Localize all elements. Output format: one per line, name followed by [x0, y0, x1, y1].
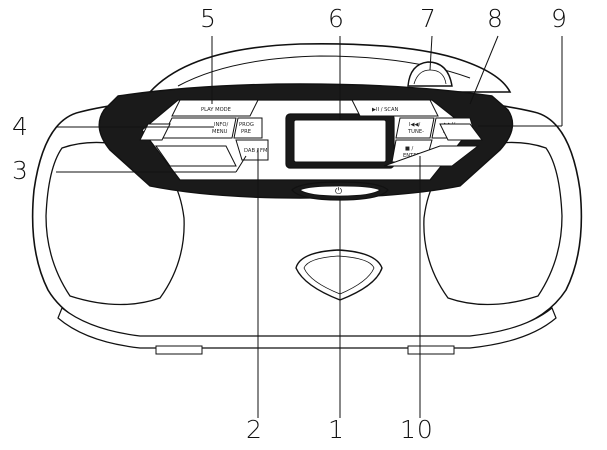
play-scan-label: ▶II / SCAN [372, 107, 399, 113]
prog-label-1: PROG [239, 122, 254, 128]
callout-2: 2 [246, 415, 263, 444]
callout-8: 8 [487, 4, 504, 33]
prev-label-1: I◀◀/ [409, 122, 421, 128]
prog-label-2: PRE [241, 129, 251, 135]
callout-6: 6 [328, 4, 345, 33]
callout-3: 3 [12, 156, 29, 185]
callout-5: 5 [200, 4, 217, 33]
dab-fm-button[interactable] [235, 139, 269, 161]
callout-9: 9 [551, 4, 568, 33]
leader-lines [56, 35, 563, 418]
prev-tune-button[interactable] [395, 117, 435, 139]
left-side-button-upper[interactable] [139, 123, 171, 141]
front-handle[interactable] [295, 249, 383, 301]
cd-lid-handle[interactable] [407, 61, 453, 87]
play-scan-button[interactable] [351, 99, 439, 117]
right-side-button-upper[interactable] [439, 123, 483, 141]
dab-fm-label: DAB / FM [244, 148, 268, 154]
info-label-2: MENU [212, 129, 228, 135]
body-base [57, 307, 557, 349]
callout-10: 10 [400, 415, 434, 444]
callout-7: 7 [420, 4, 437, 33]
prev-label-2: TUNE- [407, 129, 424, 135]
play-mode-label: PLAY MODE [201, 107, 231, 113]
play-mode-button[interactable] [171, 99, 259, 117]
callout-1: 1 [328, 415, 345, 444]
power-icon: ⏻ [335, 186, 342, 197]
foot-left [155, 345, 203, 355]
stop-label-1: ■ / [405, 146, 414, 152]
left-side-button-lower[interactable] [155, 145, 237, 167]
foot-right [407, 345, 455, 355]
info-label-1: INFO/ [214, 122, 228, 128]
info-menu-button[interactable] [161, 117, 237, 139]
callout-4: 4 [12, 112, 29, 141]
right-side-button-lower[interactable] [383, 145, 480, 167]
prog-pre-button[interactable] [233, 117, 263, 139]
lcd-screen [293, 119, 387, 163]
